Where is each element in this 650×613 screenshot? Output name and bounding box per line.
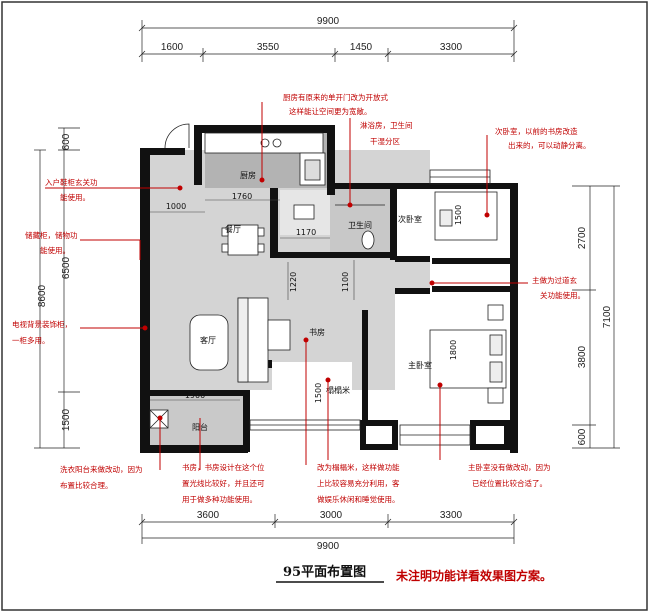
left-dim-600: 600 (61, 133, 72, 150)
top-dimension-lines (138, 20, 518, 62)
annotation-kitchen: 厨房有原来的单开门改为开放式 这样能让空间更为宽敞。 (283, 92, 388, 116)
top-dim-2: 3550 (257, 42, 280, 53)
inner-dim-1800: 1800 (449, 340, 458, 360)
bottom-total-dim: 9900 (317, 541, 340, 552)
annotation-master-bedroom: 主卧室没有做改动，因为 已经位置比较合适了。 (468, 462, 551, 488)
svg-text:洗衣阳台来做改动，因为: 洗衣阳台来做改动，因为 (60, 464, 143, 474)
annotation-storage: 储藏柜，储物功 能使用。 (25, 230, 78, 255)
left-dim-1500: 1500 (61, 408, 72, 431)
room-living: 客厅 (200, 335, 216, 345)
svg-text:主做为过道玄: 主做为过道玄 (532, 275, 577, 285)
dining-table (221, 224, 265, 256)
svg-text:出来的，可以动静分离。: 出来的，可以动静分离。 (508, 140, 591, 150)
inner-dim-1500-bed: 1500 (454, 205, 463, 225)
room-tatami: 榻榻米 (326, 385, 350, 395)
annotation-study: 书房，书房设计在这个位 置光线比较好，并且还可 用于做多种功能使用。 (182, 462, 265, 504)
inner-dim-1170: 1170 (296, 228, 316, 237)
bottom-dim-3: 3300 (440, 510, 463, 521)
bottom-dim-1: 3600 (197, 510, 220, 521)
inner-dim-1220: 1220 (289, 272, 298, 292)
inner-dim-1760: 1760 (232, 192, 252, 201)
svg-text:淋浴房，卫生间: 淋浴房，卫生间 (360, 120, 413, 130)
svg-text:已经位置比较合适了。: 已经位置比较合适了。 (472, 478, 547, 488)
room-master-bedroom: 主卧室 (408, 360, 432, 370)
inner-dim-lines (150, 199, 355, 401)
plan-title: 95平面布置图 (283, 564, 366, 580)
right-dim-3800: 3800 (577, 345, 588, 368)
windows (164, 123, 491, 446)
svg-text:这样能让空间更为宽敞。: 这样能让空间更为宽敞。 (289, 106, 372, 116)
svg-text:改为榻榻米，这样做功能: 改为榻榻米，这样做功能 (317, 462, 400, 472)
right-dim-2700: 2700 (577, 226, 588, 249)
annotation-master-pass: 主做为过道玄 关功能使用。 (532, 275, 585, 300)
bottom-dim-2: 3000 (320, 510, 343, 521)
bathroom-fixtures (293, 204, 385, 250)
annotation-bathroom: 淋浴房，卫生间 干湿分区 (360, 120, 413, 146)
inner-dim-1000: 1000 (166, 202, 186, 211)
walls (140, 125, 518, 453)
annotation-entry: 入户鞋柜玄关功 能使用。 (45, 177, 98, 202)
top-dim-4: 3300 (440, 42, 463, 53)
room-study: 书房 (309, 327, 325, 337)
left-dim-6500: 6500 (61, 256, 72, 279)
right-dimension-lines (572, 185, 620, 449)
svg-text:布置比较合理。: 布置比较合理。 (60, 480, 113, 490)
room-kitchen: 厨房 (240, 170, 256, 180)
svg-text:次卧室，以前的书房改造: 次卧室，以前的书房改造 (495, 126, 578, 136)
svg-text:储藏柜，储物功: 储藏柜，储物功 (25, 230, 78, 240)
annotation-leaders (45, 102, 528, 470)
living-furniture (189, 297, 291, 383)
annotation-tv-wall: 电视背景装饰柜， 一柜多用。 (12, 319, 72, 345)
svg-text:主卧室没有做改动，因为: 主卧室没有做改动，因为 (468, 462, 551, 472)
left-dim-8600: 8600 (37, 284, 48, 307)
svg-text:用于做多种功能使用。: 用于做多种功能使用。 (182, 494, 257, 504)
svg-text:书房，书房设计在这个位: 书房，书房设计在这个位 (182, 462, 265, 472)
inner-dim-1500-store: 1500 (314, 383, 323, 403)
annotation-second-bedroom: 次卧室，以前的书房改造 出来的，可以动静分离。 (495, 126, 591, 150)
right-dim-7100: 7100 (602, 305, 613, 328)
inner-dim-1900: 1900 (185, 391, 205, 400)
top-dim-3: 1450 (350, 42, 373, 53)
kitchen-fixtures (204, 132, 326, 186)
room-second-bedroom: 次卧室 (398, 214, 422, 224)
annotation-laundry: 洗衣阳台来做改动，因为 布置比较合理。 (60, 464, 143, 490)
svg-text:关功能使用。: 关功能使用。 (540, 290, 585, 300)
svg-text:干湿分区: 干湿分区 (370, 137, 400, 146)
top-total-dim: 9900 (317, 16, 340, 27)
left-dimension-lines (34, 127, 80, 449)
inner-dim-1100: 1100 (341, 272, 350, 292)
room-dining: 餐厅 (225, 225, 241, 234)
right-dim-600: 600 (577, 428, 588, 445)
svg-text:能使用。: 能使用。 (60, 192, 90, 202)
top-dim-1: 1600 (161, 42, 184, 53)
svg-text:能使用。: 能使用。 (40, 245, 70, 255)
room-bathroom: 卫生间 (348, 220, 372, 230)
annotation-tatami: 改为榻榻米，这样做功能 上比较容易充分利用，客 做娱乐休闲和睡觉使用。 (317, 462, 400, 504)
svg-text:入户鞋柜玄关功: 入户鞋柜玄关功 (45, 177, 98, 187)
svg-text:上比较容易充分利用，客: 上比较容易充分利用，客 (317, 478, 400, 488)
svg-text:厨房有原来的单开门改为开放式: 厨房有原来的单开门改为开放式 (283, 92, 388, 102)
svg-text:置光线比较好，并且还可: 置光线比较好，并且还可 (182, 478, 265, 488)
svg-text:电视背景装饰柜，: 电视背景装饰柜， (12, 319, 72, 329)
svg-text:做娱乐休闲和睡觉使用。: 做娱乐休闲和睡觉使用。 (317, 494, 400, 504)
bottom-dimension-lines (138, 514, 518, 544)
footer-note: 未注明功能详看效果图方案。 (395, 568, 552, 583)
svg-text:一柜多用。: 一柜多用。 (12, 335, 50, 345)
